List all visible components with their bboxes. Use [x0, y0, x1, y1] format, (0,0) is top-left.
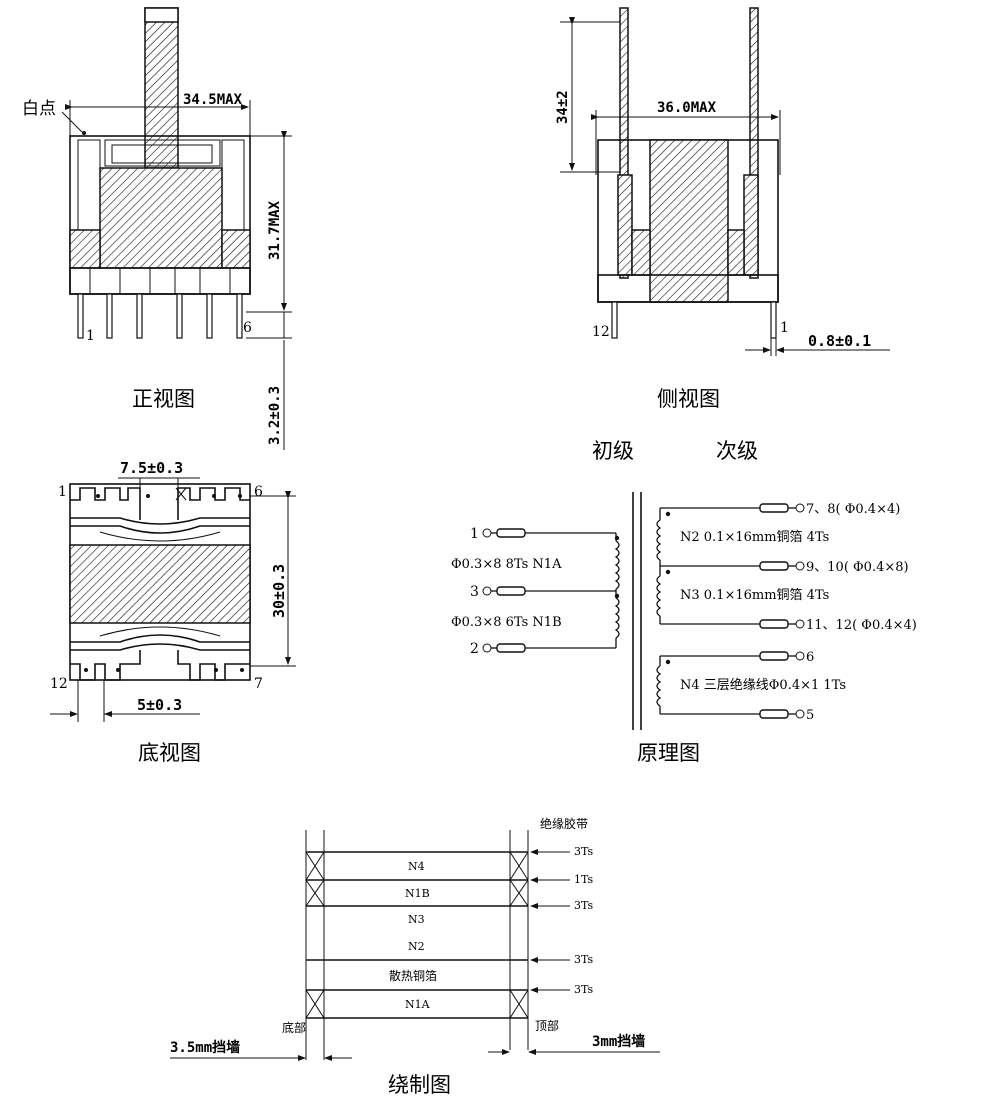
side-pin-1-label: 1 [780, 320, 789, 336]
bottom-core [69, 544, 251, 624]
right-wall-dim: 3mm挡墙 [592, 1033, 645, 1050]
bottom-pin-12-label: 12 [50, 676, 68, 692]
bottom-pin-6-label: 6 [254, 484, 263, 500]
bottom-side-label: 底部 [282, 1020, 306, 1035]
primary-label: 初级 [592, 439, 634, 463]
layer-copper-foil: 散热铜箔 [389, 968, 437, 983]
front-pin-6-label: 6 [243, 320, 252, 336]
out-11-12-label: 11、12( Φ0.4×4) [806, 618, 917, 633]
side-left-lead [619, 7, 629, 279]
side-pin-12-label: 12 [592, 324, 610, 340]
layer-n4: N4 [408, 860, 425, 873]
layer-n1b: N1B [405, 887, 430, 900]
tape-label: 绝缘胶带 [540, 816, 588, 831]
out-7-8-label: 7、8( Φ0.4×4) [806, 502, 900, 517]
side-core [649, 139, 729, 303]
side-lead-dim: 34±2 [555, 90, 571, 124]
pin-1-label: 1 [470, 526, 479, 542]
n4-spec: N4 三层绝缘线Φ0.4×1 1Ts [680, 677, 846, 693]
layer-n2: N2 [408, 940, 425, 953]
out-9-10-label: 9、10( Φ0.4×8) [806, 560, 909, 575]
bottom-pin-1-label: 1 [58, 484, 67, 500]
tape-turns-4: 3Ts [574, 953, 594, 966]
n1b-spec: Φ0.3×8 6Ts N1B [451, 615, 562, 630]
front-height-dim: 31.7MAX [267, 200, 283, 260]
winding-caption: 绕制图 [388, 1073, 451, 1097]
bottom-top-dim: 7.5±0.3 [120, 459, 183, 477]
schematic-caption: 原理图 [637, 741, 700, 765]
pin-2-label: 2 [470, 641, 479, 657]
side-pin-dim: 0.8±0.1 [808, 332, 871, 350]
out-6-label: 6 [806, 650, 814, 665]
n3-spec: N3 0.1×16mm铜箔 4Ts [680, 587, 829, 603]
bottom-height-dim: 30±0.3 [270, 564, 288, 618]
schematic: 初级 次级 1 Φ0.3×8 8Ts N1A 3 Φ0.3×8 6Ts N1B … [451, 439, 917, 765]
n1a-spec: Φ0.3×8 8Ts N1A [451, 557, 562, 572]
front-width-dim: 34.5MAX [183, 92, 243, 108]
front-pins [77, 293, 243, 339]
front-view: 1 6 白点 34.5MAX 31.7MAX 3.2±0.3 正视图 [22, 7, 292, 450]
tape-turns-2: 1Ts [574, 873, 594, 886]
out-5-label: 5 [806, 708, 814, 723]
layer-n3: N3 [408, 913, 425, 926]
tape-turns-3: 3Ts [574, 899, 594, 912]
margin-tape-boxes [305, 851, 529, 1019]
n2-spec: N2 0.1×16mm铜箔 4Ts [680, 529, 829, 545]
bottom-view: 7.5±0.3 1 6 12 7 [50, 459, 296, 765]
top-side-label: 顶部 [535, 1018, 559, 1033]
tape-turns-1: 3Ts [574, 845, 594, 858]
white-dot-label: 白点 [22, 99, 56, 119]
winding-diagram: 绝缘胶带 N4 N1B N3 N2 散热铜箔 N1A [170, 816, 660, 1097]
front-pin-dim: 3.2±0.3 [267, 386, 283, 445]
pin-3-label: 3 [470, 584, 479, 600]
side-view: 34±2 36.0MAX 12 1 0.8±0.1 侧视图 [555, 7, 890, 411]
bottom-width-dim: 5±0.3 [137, 696, 182, 714]
front-center-lead [144, 7, 179, 169]
front-view-caption: 正视图 [132, 387, 195, 411]
bottom-pin-7-label: 7 [254, 676, 263, 692]
side-right-lead [749, 7, 759, 279]
bottom-view-caption: 底视图 [138, 741, 201, 765]
front-core [99, 167, 223, 269]
secondary-label: 次级 [716, 439, 758, 463]
front-pin-1-label: 1 [86, 328, 95, 344]
layer-n1a: N1A [405, 998, 431, 1011]
tape-turns-5: 3Ts [574, 983, 594, 996]
side-width-dim: 36.0MAX [657, 100, 717, 116]
left-wall-dim: 3.5mm挡墙 [170, 1039, 240, 1056]
side-view-caption: 侧视图 [657, 387, 720, 411]
